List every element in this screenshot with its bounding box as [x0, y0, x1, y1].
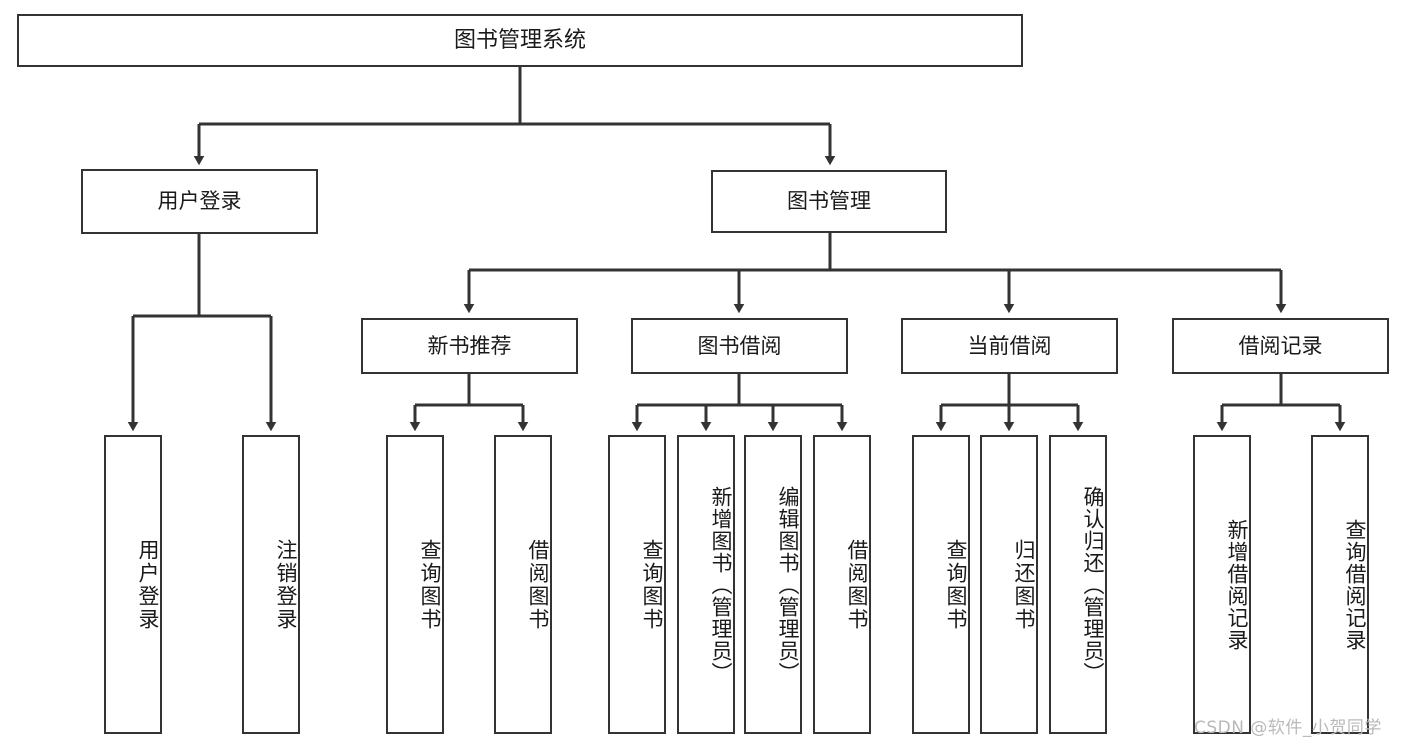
- node-label: 注销登录: [274, 538, 298, 631]
- node-leaf-add-record[interactable]: 新增借阅记录: [1193, 435, 1251, 734]
- node-leaf-query-book-2[interactable]: 查询图书: [608, 435, 666, 734]
- node-label: 查询借阅记录: [1343, 518, 1367, 651]
- node-label: 查询图书: [418, 538, 442, 631]
- node-label: 归还图书: [1012, 538, 1036, 631]
- node-current-borrow[interactable]: 当前借阅: [901, 318, 1118, 374]
- node-label: 新增图书（管理员）: [709, 485, 733, 684]
- node-leaf-query-record[interactable]: 查询借阅记录: [1311, 435, 1369, 734]
- node-label: 用户登录: [136, 538, 160, 631]
- node-label: 借阅图书: [526, 538, 550, 631]
- node-user-login[interactable]: 用户登录: [81, 169, 318, 234]
- watermark-credit: CSDN @软件_小贺同学: [1194, 718, 1382, 738]
- node-label: 确认归还（管理员）: [1081, 485, 1105, 684]
- node-leaf-edit-book[interactable]: 编辑图书（管理员）: [744, 435, 802, 734]
- node-leaf-confirm-return[interactable]: 确认归还（管理员）: [1049, 435, 1107, 734]
- node-label: 查询图书: [944, 538, 968, 631]
- node-book-borrow[interactable]: 图书借阅: [631, 318, 848, 374]
- node-label: 查询图书: [640, 538, 664, 631]
- node-label: 借阅图书: [845, 538, 869, 631]
- node-label: 新增借阅记录: [1225, 518, 1249, 651]
- node-leaf-add-book[interactable]: 新增图书（管理员）: [677, 435, 735, 734]
- node-leaf-query-book-1[interactable]: 查询图书: [386, 435, 444, 734]
- node-new-book-recommend[interactable]: 新书推荐: [361, 318, 578, 374]
- node-book-manage[interactable]: 图书管理: [711, 170, 947, 233]
- node-borrow-record[interactable]: 借阅记录: [1172, 318, 1389, 374]
- node-leaf-return-book[interactable]: 归还图书: [980, 435, 1038, 734]
- node-leaf-borrow-book-1[interactable]: 借阅图书: [494, 435, 552, 734]
- node-label: 编辑图书（管理员）: [776, 485, 800, 684]
- node-leaf-query-book-3[interactable]: 查询图书: [912, 435, 970, 734]
- node-leaf-user-login[interactable]: 用户登录: [104, 435, 162, 734]
- node-leaf-user-logout[interactable]: 注销登录: [242, 435, 300, 734]
- node-leaf-borrow-book-2[interactable]: 借阅图书: [813, 435, 871, 734]
- node-root-system[interactable]: 图书管理系统: [17, 14, 1023, 67]
